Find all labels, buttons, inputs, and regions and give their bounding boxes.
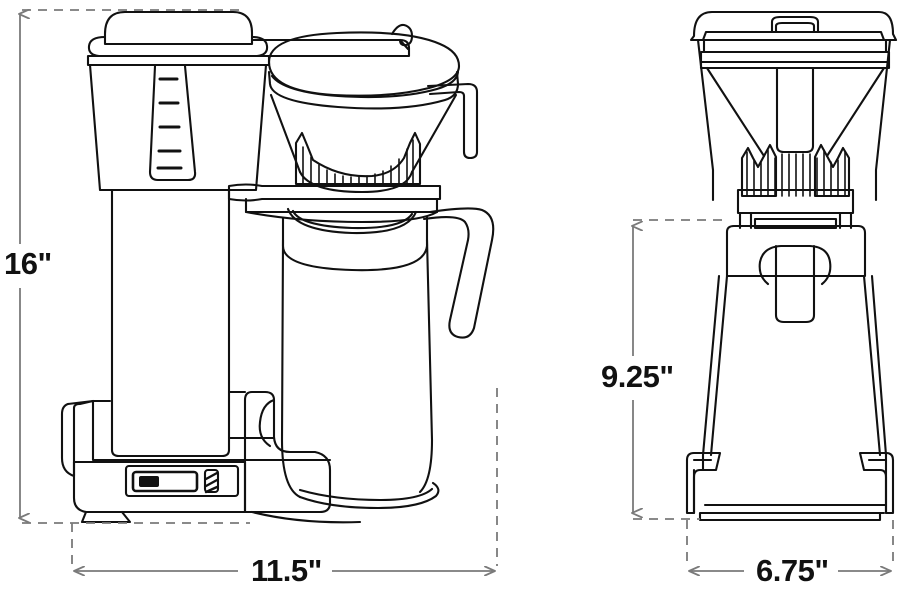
brew-platform-upper (227, 183, 442, 202)
filter-basket-cone (269, 93, 458, 174)
warming-unit-bottom (250, 510, 362, 524)
power-switch-rocker (139, 476, 159, 487)
drip-stop-outline (294, 131, 422, 186)
side-lid-knob (770, 15, 820, 34)
dimension-label-side-height: 9.25" (595, 358, 680, 396)
side-carafe-body-left-inner (709, 274, 729, 457)
side-carafe-body-right-inner (862, 274, 882, 457)
base-body-outer (72, 460, 247, 514)
basket-handle (426, 82, 479, 160)
power-switch-housing (131, 470, 199, 493)
side-base-plate (698, 511, 882, 522)
base-body-top (91, 399, 247, 462)
carafe-base-ellipse-2 (298, 487, 434, 502)
reservoir-lid-top (103, 10, 254, 46)
carafe-base-ellipse (298, 481, 440, 510)
carafe-left-wall (280, 238, 302, 499)
side-center-stem (775, 66, 815, 154)
water-level-window (148, 64, 197, 182)
filter-basket-band (267, 70, 460, 110)
tower-link (227, 390, 247, 440)
reservoir-lid-rim (86, 54, 271, 67)
brew-platform-front-lip (244, 210, 439, 224)
indicator-stripes (204, 471, 219, 494)
dimension-label-front-height: 16" (2, 245, 56, 283)
side-lid-band-3 (699, 60, 891, 70)
side-view-group (685, 10, 898, 522)
side-carafe-handle-front (758, 244, 832, 286)
filter-basket-lid-inner (270, 70, 460, 99)
warming-unit-inner-curve (258, 398, 276, 448)
indicator-outline (203, 468, 220, 494)
side-carafe-lid-plate (736, 188, 855, 215)
side-funnel-cone-right (825, 66, 886, 158)
warming-unit-body (243, 390, 332, 514)
side-comb-outline-2 (813, 143, 851, 198)
side-lid-band-2 (699, 50, 891, 64)
filter-basket-cone-curve (298, 170, 414, 194)
side-funnel-right (874, 38, 892, 202)
base-body-panel (72, 460, 247, 514)
front-view-group (60, 10, 495, 524)
side-lid-gap (738, 211, 853, 230)
control-panel-plate (124, 464, 240, 498)
reservoir-body (88, 63, 268, 192)
side-carafe-body-right (870, 274, 888, 472)
carafe-shoulder (281, 215, 429, 272)
filter-basket-lid-notch (390, 23, 414, 47)
dimension-label-front-width: 11.5" (243, 552, 330, 590)
side-base-right-foot-inner (867, 458, 888, 515)
side-top-housing (689, 10, 898, 42)
side-lid-knob-inner (774, 21, 816, 34)
dimension-label-side-width: 6.75" (748, 552, 837, 590)
carafe-right-wall (418, 238, 434, 494)
side-funnel-left (696, 38, 715, 202)
side-carafe-top (725, 224, 867, 278)
side-base-left-foot-inner (692, 458, 713, 515)
water-level-marks (156, 77, 183, 170)
base-foot-left (80, 510, 132, 524)
base-left-flank (60, 399, 95, 478)
carafe-lid-ring (286, 207, 418, 235)
side-funnel-cone-left (705, 66, 766, 158)
side-lid-band-1 (702, 38, 888, 54)
dimension-lines-group (20, 10, 894, 571)
carafe-lid (291, 209, 414, 230)
brew-platform-lower (244, 197, 439, 214)
reservoir-column (110, 188, 231, 458)
side-carafe-body-left (701, 274, 721, 472)
carafe-handle (422, 207, 495, 339)
reservoir-lid-left-ear (87, 35, 107, 58)
drip-stop-stripes (302, 139, 414, 185)
side-carafe-handle-stem (774, 244, 816, 324)
